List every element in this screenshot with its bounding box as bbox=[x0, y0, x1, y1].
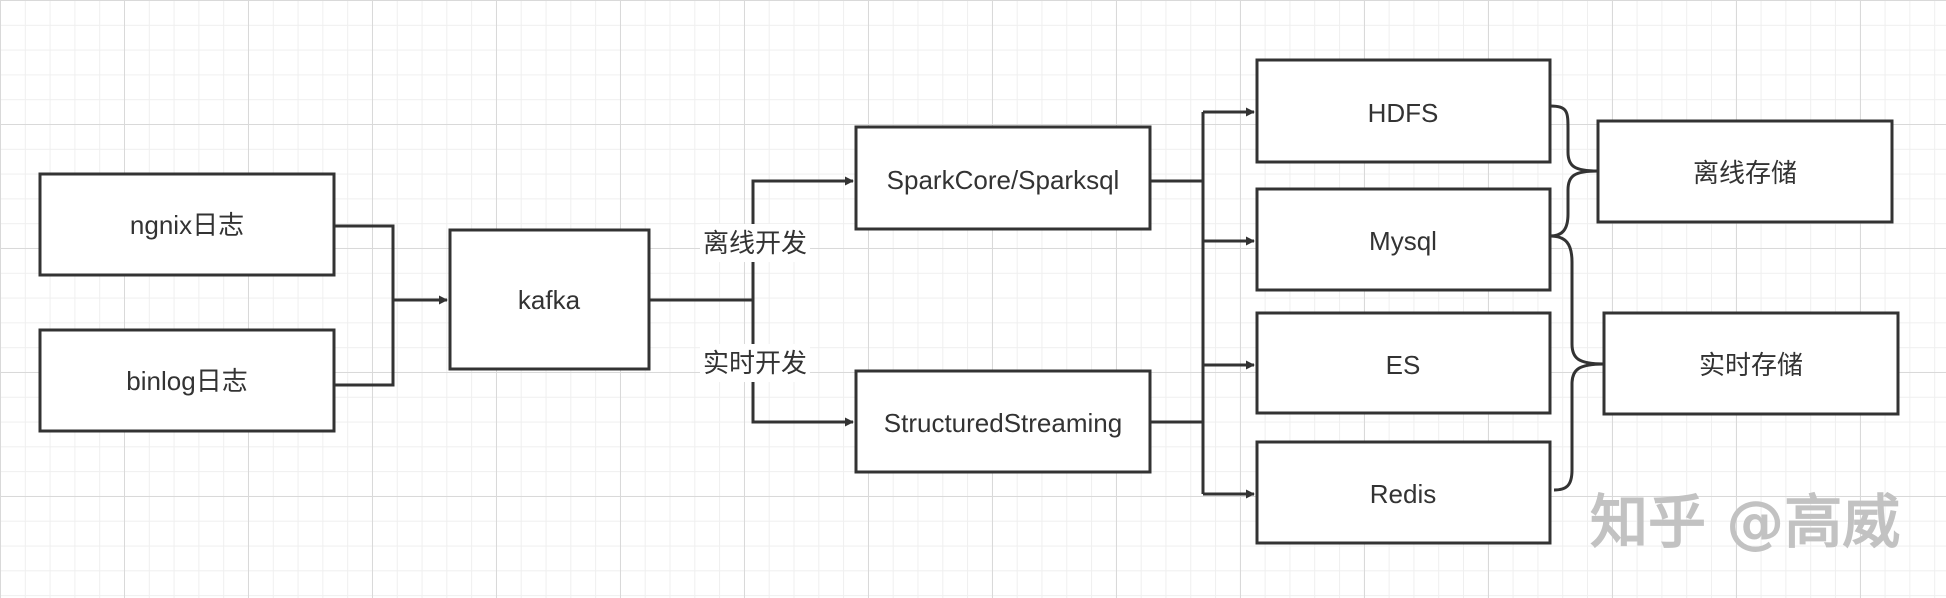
edge-processing-to-storage bbox=[1150, 107, 1255, 499]
node-nginx-log[interactable]: ngnix日志 bbox=[38, 172, 336, 277]
brace-offline-storage bbox=[1549, 104, 1599, 238]
brace-realtime-storage bbox=[1549, 234, 1605, 492]
watermark: 知乎 @高威 bbox=[1590, 488, 1900, 556]
node-offline-storage[interactable]: 离线存储 bbox=[1596, 119, 1894, 224]
svg-text:SparkCore/Sparksql: SparkCore/Sparksql bbox=[887, 165, 1120, 195]
svg-text:实时存储: 实时存储 bbox=[1699, 350, 1803, 380]
svg-text:实时开发: 实时开发 bbox=[703, 348, 807, 378]
svg-text:ngnix日志: ngnix日志 bbox=[130, 210, 244, 240]
svg-text:ES: ES bbox=[1386, 350, 1421, 380]
node-spark-core[interactable]: SparkCore/Sparksql bbox=[854, 125, 1152, 231]
edge-sources-to-kafka bbox=[335, 224, 448, 387]
node-structured-streaming[interactable]: StructuredStreaming bbox=[854, 369, 1152, 474]
node-redis[interactable]: Redis bbox=[1255, 440, 1552, 545]
node-mysql[interactable]: Mysql bbox=[1255, 187, 1552, 292]
node-binlog-log[interactable]: binlog日志 bbox=[38, 328, 336, 433]
svg-text:StructuredStreaming: StructuredStreaming bbox=[884, 408, 1122, 438]
svg-text:离线开发: 离线开发 bbox=[703, 228, 807, 258]
svg-text:知乎 @高威: 知乎 @高威 bbox=[1590, 488, 1900, 556]
node-realtime-storage[interactable]: 实时存储 bbox=[1602, 311, 1900, 416]
svg-text:离线存储: 离线存储 bbox=[1693, 158, 1797, 188]
svg-text:HDFS: HDFS bbox=[1368, 98, 1439, 128]
svg-text:binlog日志: binlog日志 bbox=[126, 366, 247, 396]
edge-label-realtime-dev: 实时开发 bbox=[700, 344, 810, 382]
node-kafka[interactable]: kafka bbox=[448, 228, 651, 371]
svg-text:kafka: kafka bbox=[518, 285, 581, 315]
svg-text:Redis: Redis bbox=[1370, 479, 1436, 509]
node-hdfs[interactable]: HDFS bbox=[1255, 58, 1552, 164]
edge-kafka-to-processing bbox=[650, 176, 854, 427]
node-es[interactable]: ES bbox=[1255, 311, 1552, 415]
edge-label-offline-dev: 离线开发 bbox=[700, 224, 810, 262]
svg-text:Mysql: Mysql bbox=[1369, 226, 1437, 256]
